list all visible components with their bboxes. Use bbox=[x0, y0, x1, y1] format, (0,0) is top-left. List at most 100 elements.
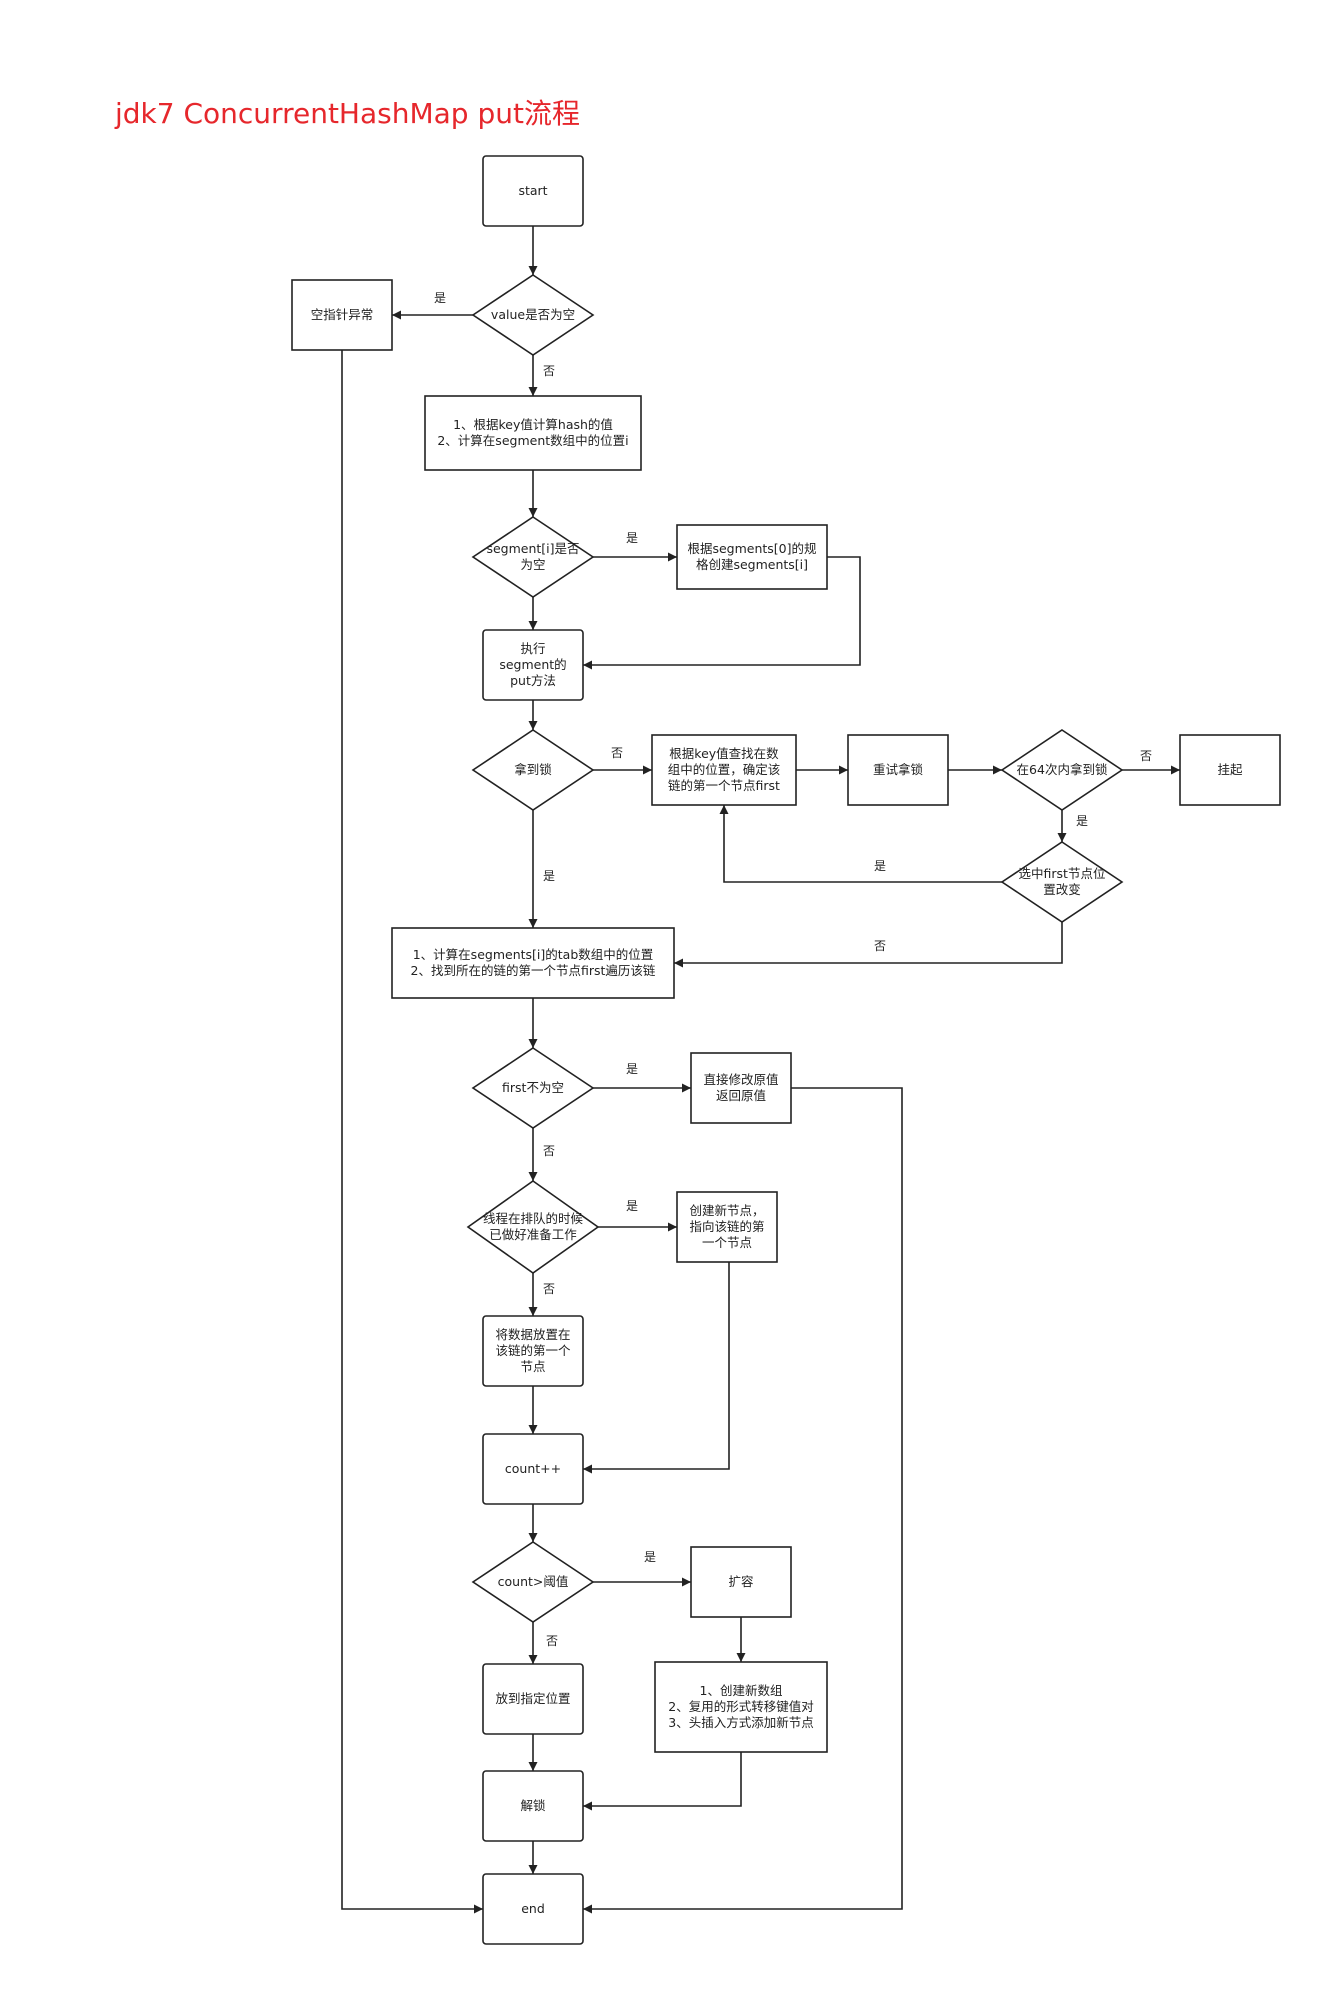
edge-label-lock64-yes: 是 bbox=[1076, 814, 1088, 828]
node-seg-null: segment[i]是否为空 bbox=[471, 516, 595, 598]
node-shape bbox=[676, 1191, 778, 1263]
node-shape bbox=[482, 1433, 584, 1505]
decision-shape bbox=[471, 729, 595, 811]
node-label: 根据key值查找在数 bbox=[669, 746, 779, 761]
edge-label-lock64-no: 否 bbox=[1140, 749, 1152, 763]
node-label: 指向该链的第 bbox=[689, 1219, 764, 1234]
node-calc-tab: 1、计算在segments[i]的tab数组中的位置2、找到所在的链的第一个节点… bbox=[391, 927, 675, 999]
node-lock: 拿到锁 bbox=[471, 729, 595, 811]
node-label: count>阈值 bbox=[498, 1574, 569, 1589]
node-value-null: value是否为空 bbox=[471, 274, 595, 356]
node-label: 在64次内拿到锁 bbox=[1017, 762, 1108, 777]
edge-label-seg-yes: 是 bbox=[626, 531, 638, 545]
node-put-pos: 放到指定位置 bbox=[482, 1663, 584, 1735]
node-label: 1、创建新数组 bbox=[700, 1683, 783, 1698]
node-label: 2、复用的形式转移键值对 bbox=[668, 1699, 813, 1714]
node-lock64: 在64次内拿到锁 bbox=[1000, 729, 1124, 811]
node-shape bbox=[690, 1546, 792, 1618]
node-shape bbox=[482, 155, 584, 227]
node-label: 1、根据key值计算hash的值 bbox=[453, 417, 613, 432]
node-start: start bbox=[482, 155, 584, 227]
edge-label-threshold-no: 否 bbox=[546, 1634, 558, 1648]
node-label: 重试拿锁 bbox=[873, 762, 924, 777]
node-label: 解锁 bbox=[520, 1798, 546, 1813]
node-label: 扩容 bbox=[728, 1574, 753, 1589]
node-label: 根据segments[0]的规 bbox=[687, 541, 816, 556]
node-shape bbox=[482, 1770, 584, 1842]
node-label: 置改变 bbox=[1043, 882, 1081, 897]
node-label: 创建新节点， bbox=[689, 1203, 764, 1218]
node-retry: 重试拿锁 bbox=[847, 734, 949, 806]
decision-shape bbox=[471, 1047, 595, 1129]
node-label: 空指针异常 bbox=[311, 307, 374, 322]
decision-shape bbox=[471, 516, 595, 598]
node-label: 选中first节点位 bbox=[1019, 866, 1106, 881]
decision-shape bbox=[1000, 841, 1124, 923]
node-resize: 扩容 bbox=[690, 1546, 792, 1618]
node-label: value是否为空 bbox=[491, 307, 575, 322]
edge-new-count bbox=[583, 1262, 730, 1474]
node-shape bbox=[690, 1052, 792, 1124]
node-first-notnull: first不为空 bbox=[471, 1047, 595, 1129]
node-count: count++ bbox=[482, 1433, 584, 1505]
node-label: 执行 bbox=[520, 641, 545, 656]
node-unlock: 解锁 bbox=[482, 1770, 584, 1842]
node-label: 返回原值 bbox=[716, 1088, 766, 1103]
edge-changed-calc bbox=[674, 922, 1063, 968]
node-label: count++ bbox=[505, 1461, 561, 1476]
node-shape bbox=[676, 524, 828, 590]
edge-label-first-no: 否 bbox=[543, 1144, 555, 1158]
node-label: 节点 bbox=[520, 1359, 545, 1374]
edge-create-put bbox=[583, 556, 861, 670]
node-label: 该链的第一个 bbox=[495, 1343, 571, 1358]
node-shape bbox=[391, 927, 675, 999]
node-label: 直接修改原值 bbox=[703, 1072, 778, 1087]
node-label: 线程在排队的时候 bbox=[483, 1211, 584, 1226]
edge-label-lock-yes: 是 bbox=[543, 869, 555, 883]
node-label: 格创建segments[i] bbox=[696, 557, 808, 572]
node-label: 1、计算在segments[i]的tab数组中的位置 bbox=[413, 947, 654, 962]
node-label: start bbox=[518, 183, 547, 198]
node-label: 2、找到所在的链的第一个节点first遍历该链 bbox=[411, 963, 656, 978]
node-label: 组中的位置，确定该 bbox=[668, 762, 781, 777]
node-shape bbox=[482, 1873, 584, 1945]
node-label: first不为空 bbox=[502, 1080, 564, 1095]
node-shape bbox=[482, 1315, 584, 1387]
node-label: segment[i]是否 bbox=[486, 541, 579, 556]
node-label: 链的第一个节点first bbox=[668, 778, 780, 793]
edge-label-threshold-yes: 是 bbox=[644, 1550, 656, 1564]
edge-replace-end bbox=[583, 1087, 903, 1914]
edge-changed-find bbox=[719, 805, 1002, 883]
node-shape bbox=[291, 279, 393, 351]
node-label: put方法 bbox=[510, 673, 556, 688]
node-label: 一个节点 bbox=[702, 1235, 752, 1250]
edge-steps-unlock bbox=[583, 1752, 742, 1811]
edge-label-value-yes: 是 bbox=[434, 291, 446, 305]
node-label: 2、计算在segment数组中的位置i bbox=[437, 433, 628, 448]
node-suspend: 挂起 bbox=[1179, 734, 1281, 806]
edge-label-value-no: 否 bbox=[543, 364, 555, 378]
node-shape bbox=[654, 1661, 828, 1753]
node-npe: 空指针异常 bbox=[291, 279, 393, 351]
node-label: 3、头插入方式添加新节点 bbox=[668, 1715, 813, 1730]
node-threshold: count>阈值 bbox=[471, 1541, 595, 1623]
node-shape bbox=[1179, 734, 1281, 806]
decision-shape bbox=[471, 1541, 595, 1623]
edge-label-lock-no: 否 bbox=[611, 746, 623, 760]
node-label: segment的 bbox=[499, 657, 566, 672]
node-end: end bbox=[482, 1873, 584, 1945]
node-label: 将数据放置在 bbox=[495, 1327, 570, 1342]
node-shape bbox=[651, 734, 797, 806]
edge-label-queue-no: 否 bbox=[543, 1282, 555, 1296]
diagram-title: jdk7 ConcurrentHashMap put流程 bbox=[115, 97, 580, 130]
